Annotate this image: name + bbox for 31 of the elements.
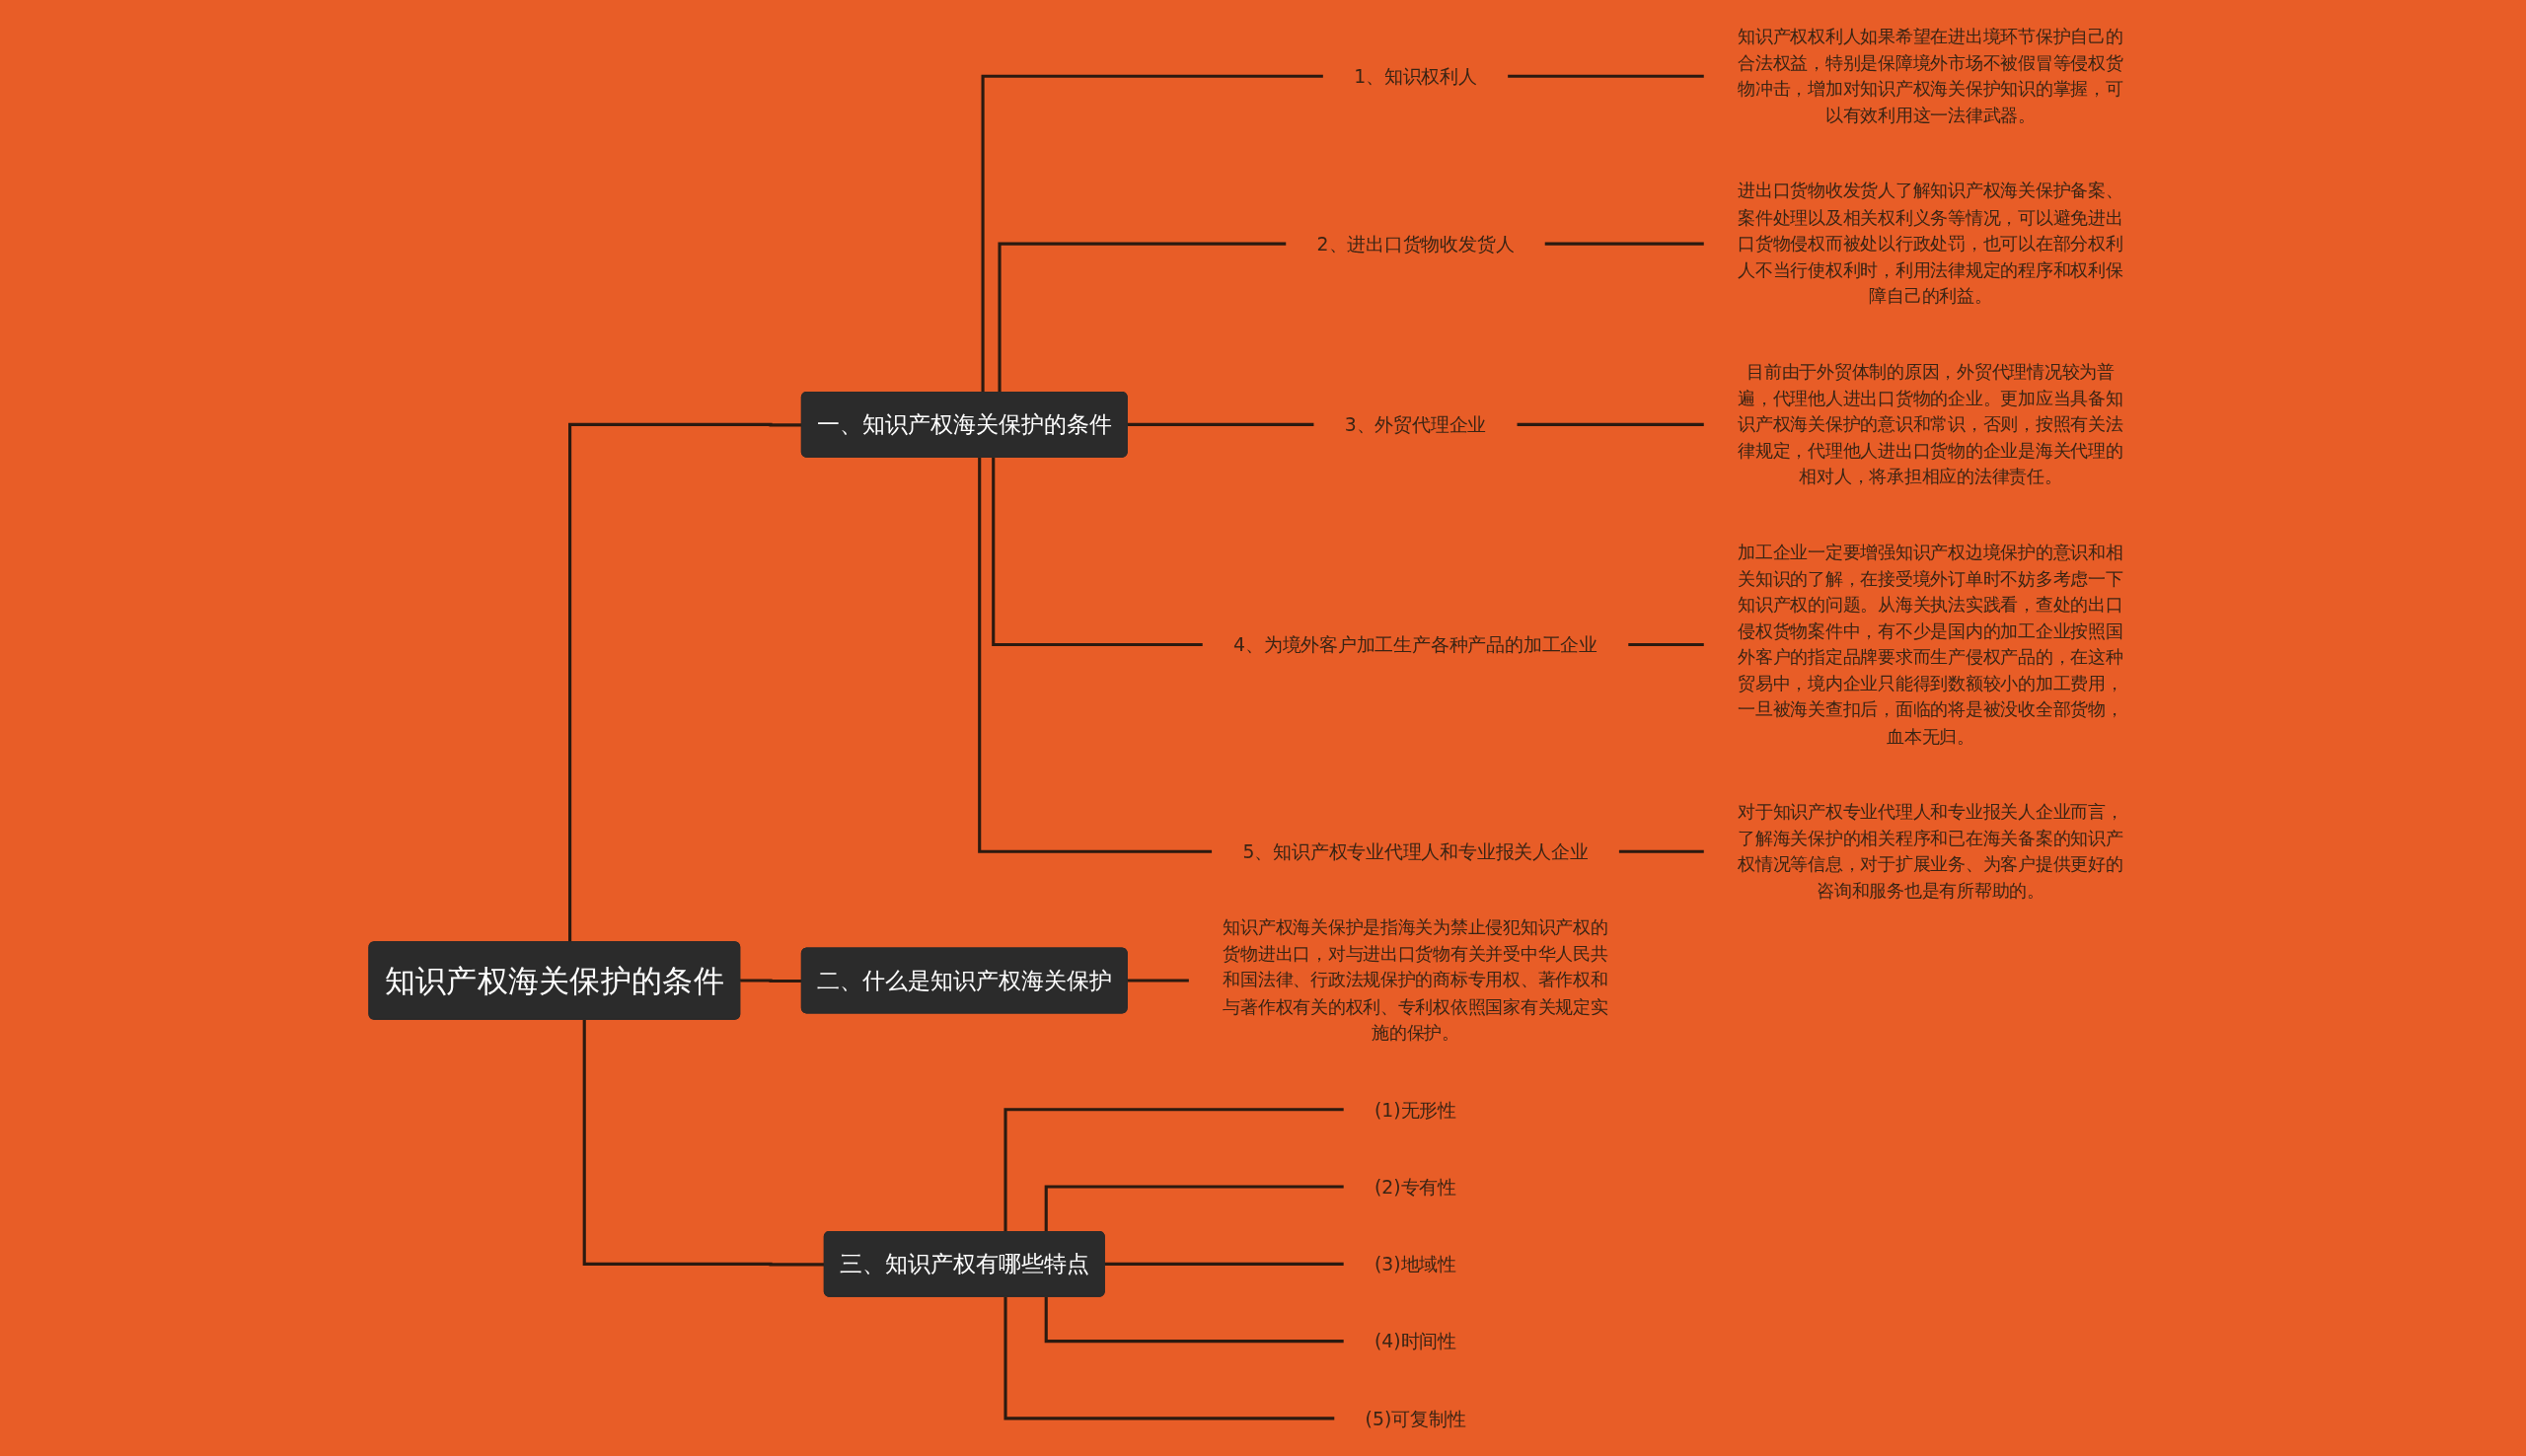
connector bbox=[1044, 1296, 1344, 1344]
node-text: 4、为境外客户加工生产各种产品的加工企业 bbox=[1233, 633, 1597, 656]
node-text: (3)地域性 bbox=[1374, 1253, 1456, 1275]
node-text: 对于知识产权专业代理人和专业报关人企业而言，了解海关保护的相关程序和已在海关备案的知识产权情况等信息，对于扩展业务、为客户提供更好的咨询和服务也是有所帮助的。 bbox=[1738, 801, 2123, 901]
node-text: 1、知识权利人 bbox=[1354, 65, 1477, 88]
connector bbox=[1516, 422, 1704, 426]
node-text: 知识产权权利人如果希望在进出境环节保护自己的合法权益，特别是保障境外市场不被假冒等侵权货物冲击，增加对知识产权海关保护知识的掌握，可以有效利用这一法律武器。 bbox=[1738, 26, 2123, 125]
connector bbox=[1626, 642, 1704, 646]
connector bbox=[1044, 1185, 1344, 1232]
connector bbox=[1003, 1296, 1335, 1420]
connector bbox=[992, 457, 1203, 646]
node-text: (4)时间性 bbox=[1374, 1330, 1456, 1352]
node-text: (5)可复制性 bbox=[1365, 1407, 1466, 1429]
node-text: 目前由于外贸体制的原因，外贸代理情况较为普遍，代理他人进出口货物的企业。更加应当具备知识产权海关保护的意识和常识，否则，按照有关法律规定，代理他人进出口货物的企业是海关代理的相对人，将承担相应的法律责任。 bbox=[1738, 360, 2123, 487]
node-text: 5、知识产权专业代理人和专业报关人企业 bbox=[1242, 840, 1589, 863]
node-text: (2)专有性 bbox=[1374, 1176, 1456, 1198]
connector bbox=[998, 242, 1287, 393]
node-text: 2、进出口货物收发货人 bbox=[1316, 233, 1515, 255]
connector bbox=[1617, 849, 1704, 853]
connector bbox=[582, 1019, 825, 1267]
connector bbox=[1506, 74, 1704, 78]
node-text: 3、外贸代理企业 bbox=[1344, 413, 1487, 436]
connector bbox=[978, 457, 1213, 853]
connector bbox=[568, 422, 802, 943]
connector bbox=[1543, 242, 1704, 246]
node-text: 知识产权海关保护是指海关为禁止侵犯知识产权的货物进出口，对与进出口货物有关并受中华人民共和国法律、行政法规保护的商标专用权、著作权和与著作权有关的权利、专利权依照国家有关规定实施的保护。 bbox=[1223, 916, 1608, 1043]
connector bbox=[1003, 1108, 1344, 1232]
node-text: 加工企业一定要增强知识产权边境保护的意识和相关知识的了解，在接受境外订单时不妨多考虑一下知识产权的问题。从海关执法实践看，查处的出口侵权货物案件中，有不少是国内的加工企业按照国外客户的指定品牌要求而生产侵权产品的，在这种贸易中，境内企业只能得到数额较小的加工费用，一旦被海关查扣后，面临的将是被没收全部货物，血本无归。 bbox=[1738, 542, 2123, 747]
node-text: (1)无形性 bbox=[1374, 1098, 1456, 1121]
connector bbox=[981, 74, 1323, 393]
node-text: 进出口货物收发货人了解知识产权海关保护备案、案件处理以及相关权利义务等情况，可以避免进出口货物侵权而被处以行政处罚，也可以在部分权利人不当行使权利时，利用法律规定的程序和权利保障自己的利益。 bbox=[1738, 180, 2123, 307]
